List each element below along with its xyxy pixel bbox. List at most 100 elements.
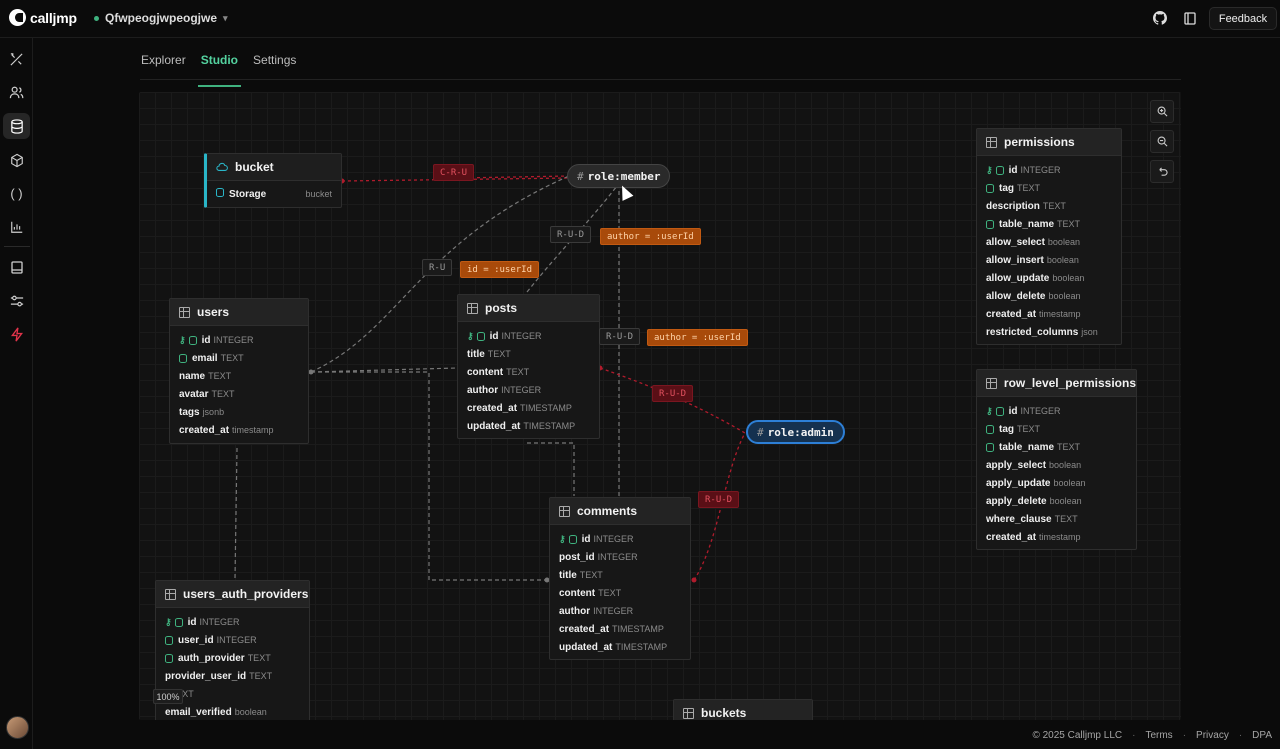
permission-badge-ru[interactable]: R-U [422, 259, 453, 276]
code-braces-icon[interactable]: ( ) [10, 185, 23, 201]
column-name: allow_insert [986, 254, 1044, 266]
project-switcher[interactable]: Qfwpeogjwpeogjwe ▾ [94, 11, 228, 25]
permission-badge-cru[interactable]: C-R-U [433, 164, 475, 181]
table-title: users_auth_providers [183, 587, 309, 601]
table-title: buckets [701, 706, 747, 720]
permission-badge-rud-posts[interactable]: R-U-D [599, 328, 641, 345]
tab-settings[interactable]: Settings [253, 53, 297, 67]
feedback-button[interactable]: Feedback [1209, 7, 1277, 30]
footer-link-terms[interactable]: Terms [1145, 730, 1173, 741]
primary-key-icon: ⚷ [467, 330, 474, 341]
avatar[interactable] [6, 716, 29, 739]
column-name: restricted_columns [986, 326, 1079, 338]
column-type: boolean [1049, 460, 1082, 470]
chart-icon[interactable] [3, 214, 30, 240]
role-member-node[interactable]: # role:member [567, 164, 671, 188]
role-admin-node[interactable]: # role:admin [746, 420, 845, 444]
docs-icon[interactable] [1182, 10, 1198, 26]
table-header: buckets [674, 700, 812, 720]
table-header: permissions [977, 129, 1121, 156]
column-type: TEXT [249, 671, 273, 681]
zoom-in-button[interactable] [1150, 100, 1174, 123]
footer-link-privacy[interactable]: Privacy [1196, 730, 1229, 741]
permission-badge-rud-member[interactable]: R-U-D [550, 226, 592, 243]
tools-icon[interactable] [3, 46, 30, 72]
column-name: apply_update [986, 477, 1051, 489]
cube-icon[interactable] [3, 147, 30, 173]
tab-studio[interactable]: Studio [197, 50, 242, 87]
column-type: INTEGER [593, 534, 634, 544]
reset-view-button[interactable] [1150, 160, 1174, 183]
condition-badge-author-1[interactable]: author = :userId [600, 228, 701, 245]
users-icon[interactable] [3, 79, 30, 105]
condition-badge-author-2[interactable]: author = :userId [647, 329, 748, 346]
zoom-out-button[interactable] [1150, 130, 1174, 153]
permission-badge-rud-admin-posts[interactable]: R-U-D [652, 385, 694, 402]
column-name: created_at [179, 424, 230, 436]
book-icon[interactable] [3, 254, 30, 280]
column-type: INTEGER [501, 385, 542, 395]
database-icon[interactable] [3, 113, 30, 139]
github-icon[interactable] [1152, 10, 1168, 26]
bolt-icon[interactable] [3, 321, 30, 347]
permission-badge-rud-admin-comments[interactable]: R-U-D [698, 491, 740, 508]
app-logo[interactable]: calljmp [9, 9, 77, 26]
table-icon [559, 505, 570, 517]
column-type: TEXT [208, 371, 232, 381]
footer-link-dpa[interactable]: DPA [1252, 730, 1272, 741]
table-node-buckets[interactable]: buckets [673, 699, 813, 720]
tab-explorer[interactable]: Explorer [141, 53, 186, 67]
table-node-bucket[interactable]: bucket Storage bucket [204, 153, 342, 208]
sliders-icon[interactable] [3, 288, 30, 314]
condition-badge-id[interactable]: id = :userId [460, 261, 540, 278]
